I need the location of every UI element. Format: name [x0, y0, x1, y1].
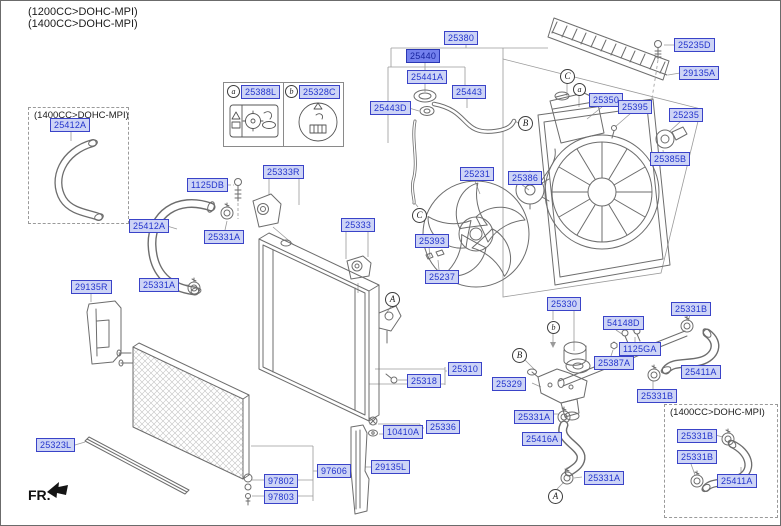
legend-divider [283, 83, 284, 146]
part-label-29135L[interactable]: 29135L [371, 460, 411, 474]
part-label-25329[interactable]: 25329 [492, 377, 527, 391]
ref-marker-A-2[interactable]: A [548, 489, 563, 504]
part-label-29135A[interactable]: 29135A [679, 66, 720, 80]
part-label-25440-selected[interactable]: 25440 [406, 49, 441, 63]
ref-marker-B-2[interactable]: B [512, 348, 527, 363]
part-label-25380[interactable]: 25380 [444, 31, 479, 45]
part-label-25387A[interactable]: 25387A [594, 356, 635, 370]
part-label-1125GA[interactable]: 1125GA [619, 342, 661, 356]
part-label-25333[interactable]: 25333 [341, 218, 376, 232]
ref-marker-C-2[interactable]: C [412, 208, 427, 223]
ref-marker-B-1[interactable]: B [518, 116, 533, 131]
variant-note-1: (1200CC>DOHC-MPI) [28, 6, 138, 18]
part-label-25310[interactable]: 25310 [448, 362, 483, 376]
legend-table [223, 82, 344, 147]
part-label-25231[interactable]: 25231 [460, 167, 495, 181]
part-label-25331A-2[interactable]: 25331A [139, 278, 180, 292]
part-label-25323L[interactable]: 25323L [36, 438, 76, 452]
part-label-25443[interactable]: 25443 [452, 85, 487, 99]
part-label-97803[interactable]: 97803 [264, 490, 299, 504]
part-label-25235D[interactable]: 25235D [674, 38, 715, 52]
part-label-25331A-3[interactable]: 25331A [514, 410, 555, 424]
inset-right-variant-box: (1400CC>DOHC-MPI) [664, 404, 778, 518]
part-label-25331A-4[interactable]: 25331A [584, 471, 625, 485]
part-label-25388L[interactable]: 25388L [241, 85, 281, 99]
part-label-25441A[interactable]: 25441A [407, 70, 448, 84]
part-label-1125DB[interactable]: 1125DB [187, 178, 229, 192]
part-label-25331B-inset-2[interactable]: 25331B [677, 450, 718, 464]
ref-marker-A-1[interactable]: A [385, 292, 400, 307]
ref-marker-C-1[interactable]: C [560, 69, 575, 84]
part-label-25416A[interactable]: 25416A [522, 432, 563, 446]
part-label-25318[interactable]: 25318 [407, 374, 442, 388]
part-label-25328C[interactable]: 25328C [299, 85, 340, 99]
part-label-25331B-1[interactable]: 25331B [671, 302, 712, 316]
legend-marker-b: b [285, 85, 298, 98]
part-label-25412A[interactable]: 25412A [129, 219, 170, 233]
part-label-25350[interactable]: 25350 [589, 93, 624, 107]
part-label-29135R[interactable]: 29135R [71, 280, 112, 294]
variant-note-2: (1400CC>DOHC-MPI) [28, 18, 138, 30]
part-label-25395[interactable]: 25395 [618, 100, 653, 114]
part-label-10410A[interactable]: 10410A [383, 425, 424, 439]
part-label-25393[interactable]: 25393 [415, 234, 450, 248]
part-label-25331B-2[interactable]: 25331B [637, 389, 678, 403]
part-label-25385B[interactable]: 25385B [650, 152, 691, 166]
legend-marker-a: a [227, 85, 240, 98]
ref-marker-a[interactable]: a [573, 83, 586, 96]
part-label-25237[interactable]: 25237 [425, 270, 460, 284]
part-label-25443D[interactable]: 25443D [370, 101, 411, 115]
part-label-25386[interactable]: 25386 [508, 171, 543, 185]
part-label-97606[interactable]: 97606 [317, 464, 352, 478]
part-label-25412A-inset[interactable]: 25412A [50, 118, 91, 132]
inset-left-variant-box: (1400CC>DOHC-MPI) [28, 107, 129, 224]
part-label-97802[interactable]: 97802 [264, 474, 299, 488]
part-label-25235[interactable]: 25235 [669, 108, 704, 122]
front-direction-label: FR. [28, 487, 51, 503]
part-label-25333R[interactable]: 25333R [263, 165, 304, 179]
part-label-54148D[interactable]: 54148D [603, 316, 644, 330]
inset-left-title: (1400CC>DOHC-MPI) [34, 110, 129, 121]
ref-marker-b[interactable]: b [547, 321, 560, 334]
part-label-25411A-inset[interactable]: 25411A [717, 474, 757, 488]
part-label-25331B-inset-1[interactable]: 25331B [677, 429, 718, 443]
part-label-25331A-1[interactable]: 25331A [204, 230, 245, 244]
part-label-25336[interactable]: 25336 [426, 420, 461, 434]
inset-right-title: (1400CC>DOHC-MPI) [670, 407, 765, 418]
part-label-25411A[interactable]: 25411A [681, 365, 721, 379]
part-label-25330[interactable]: 25330 [547, 297, 582, 311]
